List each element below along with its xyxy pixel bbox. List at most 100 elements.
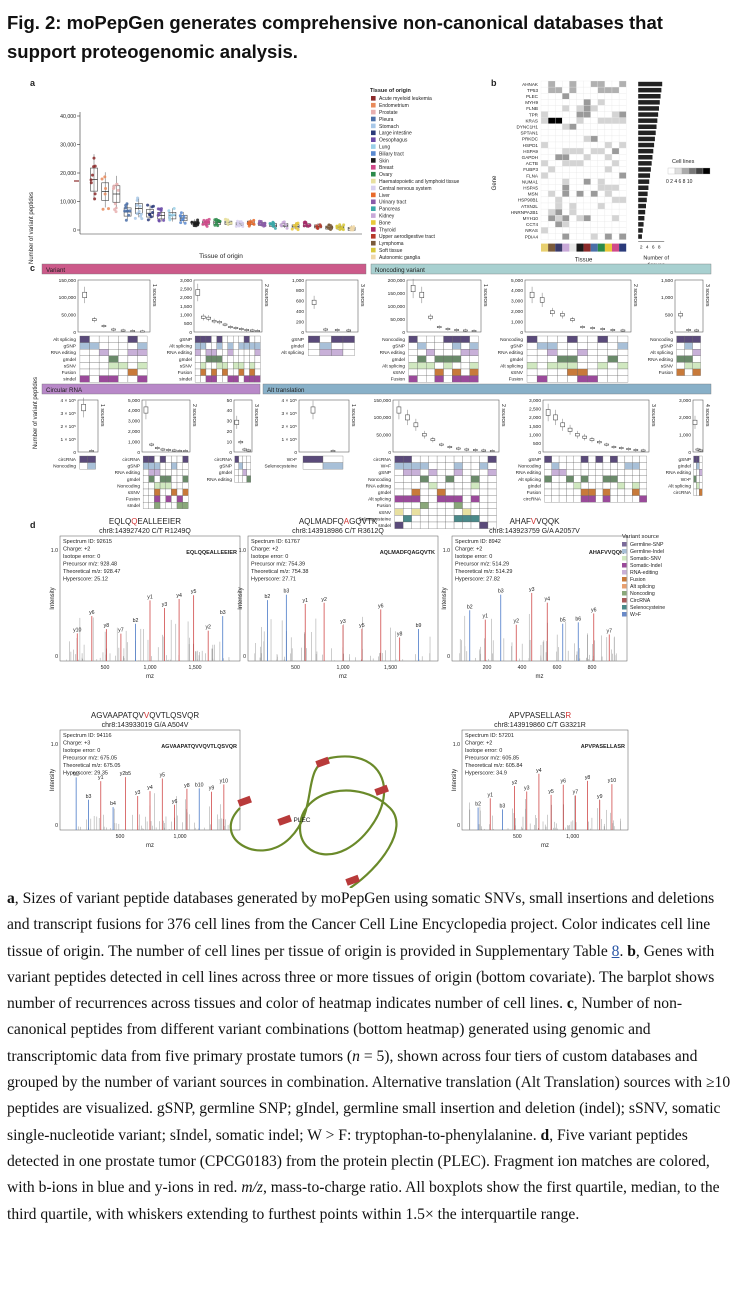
peptide-residue: Q [170,711,176,720]
panel-c-box [633,449,639,451]
panel-c-heatmap-cell [403,482,412,490]
panel-c-heatmap-cell [233,335,239,343]
spectrum-xtick-label: 500 [101,665,110,671]
panel-c-heatmap-cell [617,335,629,343]
panel-c-heatmap-cell [419,502,429,509]
panel-a-point [239,220,243,224]
panel-c-box [195,289,201,296]
panel-c-heatmap-cell [159,455,166,463]
panel-a-point [172,206,176,210]
panel-c-heatmap-cell [419,488,429,496]
panel-b-bar [638,179,650,184]
panel-a-ytick-label: 10,000 [60,200,76,206]
panel-c-row-label: RNA editing [207,477,233,483]
panel-c-heatmap-cell [436,475,446,483]
panel-c-heatmap-cell [567,375,578,383]
panel-b-bar [638,209,646,215]
panel-c-heatmap-cell [98,368,109,376]
panel-c-heatmap-cell [227,349,234,356]
panel-b-heatmap-cell [611,93,620,100]
panel-c-heatmap-cell [624,475,633,483]
supplementary-table-link[interactable]: 8 [611,942,620,960]
panel-b-heatmap-cell [547,117,556,124]
panel-c-heatmap-cell [108,362,119,370]
panel-c-heatmap-cell [419,455,429,463]
panel-a-point [178,214,182,218]
panel-c-heatmap-cell [453,488,463,496]
panel-c-heatmap-cell [597,375,608,383]
panel-b-heatmap-cell [540,86,549,94]
panel-c-box [430,438,436,441]
panel-c-heatmap-cell [587,342,598,350]
panel-b-heatmap-cell [569,86,577,94]
panel-b-heatmap-cell [583,172,591,179]
panel-c-box [428,315,433,319]
panel-a-point [93,164,97,168]
peptide-residue: K [554,517,560,526]
panel-a-xlabel: Tissue of origin [199,253,243,260]
panel-c-heatmap-cell [98,362,109,370]
panel-b-heatmap-cell [547,86,556,94]
panel-c-heatmap-cell [394,495,404,503]
spectrum-info-line: Theoretical m/z: 605.84 [465,763,522,769]
panel-c-heatmap-cell [580,482,589,490]
panel-c-heatmap-cell [443,375,453,383]
panel-b-heatmap-cell [611,227,620,234]
panel-c-heatmap-cell [544,462,552,470]
panel-c-heatmap-cell [171,475,178,483]
panel-c-heatmap-cell [567,342,578,350]
panel-c-heatmap-cell [445,502,455,509]
panel-b-heatmap-cell [611,202,620,210]
panel-c-heatmap-cell [222,368,228,376]
panel-c-heatmap-cell [692,355,701,363]
panel-c-row-label: Alt splicing [281,350,304,356]
spectrum-ion-label: y8 [104,623,110,629]
panel-c-heatmap-cell [557,368,568,376]
panel-c-heatmap-cell [684,355,693,363]
panel-c-heatmap-cell [610,462,618,470]
panel-c-heatmap-cell [89,368,100,376]
panel-c-heatmap-cell [526,368,538,376]
panel-b-heatmap-cell [604,93,613,100]
panel-c-heatmap-cell [171,462,178,470]
panel-c-box [82,291,87,298]
panel-b-heatmap-cell [576,111,584,118]
panel-b-covariate-cell [590,243,598,252]
panel-b-bar [638,112,659,117]
panel-c-box [582,435,587,439]
panel-c-sources-label: 2 sources [191,404,197,427]
panel-c-heatmap-cell [137,362,148,370]
panel-c-heatmap-cell [696,482,700,490]
panel-c-heatmap-cell [98,335,109,343]
panel-b-heatmap-cell [562,196,570,204]
panel-b-heatmap-cell [569,184,577,191]
panel-b-heatmap-cell [547,154,556,161]
panel-b-heatmap-cell [618,111,627,118]
peptide-residue: E [170,517,175,526]
panel-c-heatmap-cell [696,469,700,476]
panel-c-heatmap-cell [462,488,472,496]
spectrum-xtick-label: 1,000 [144,665,157,671]
spectrum-ytick-label: 0 [55,823,58,829]
peptide-residue: V [139,711,145,720]
panel-c-heatmap-cell [394,508,404,516]
panel-c-heatmap-cell [460,362,470,370]
panel-a-point [179,211,183,215]
panel-c-group-banner-circrna [41,383,261,395]
panel-c-heatmap-cell [249,349,256,356]
caption-mz-symbol: m/z [241,1179,263,1197]
panel-c-box [698,449,703,452]
panel-a-legend-swatch [371,137,376,142]
panel-c-heatmap-cell [242,475,247,483]
spectrum-ion-label: y5 [191,589,197,595]
panel-c-heatmap-cell [238,469,243,476]
panel-b-heatmap-cell [562,202,570,210]
spectrum-info-line: Precursor m/z: 605.85 [465,756,519,762]
panel-b-heatmap-cell [555,160,563,167]
panel-c-row-label: gSNP [219,464,232,470]
panel-c-heatmap-cell [699,488,703,496]
panel-c-box [560,313,565,317]
panel-b-covariate-cell [562,243,570,252]
panel-b-bar [638,228,643,233]
panel-c-box [436,326,442,328]
